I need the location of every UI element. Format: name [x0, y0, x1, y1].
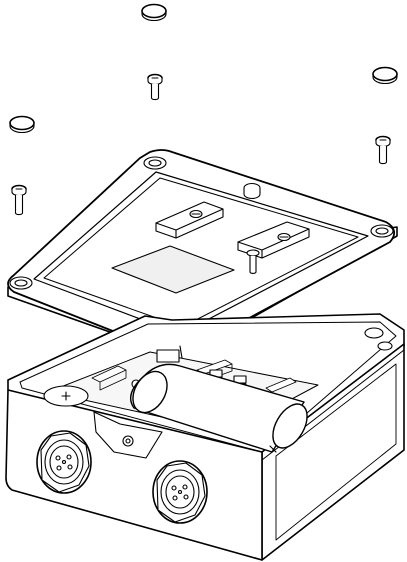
battery-icon: [126, 364, 314, 453]
coin-cell: [44, 386, 88, 406]
cable-gland-icon: [153, 461, 207, 523]
washer-left: [10, 117, 34, 133]
cable-gland-icon: [37, 431, 91, 493]
washer-top-center: [142, 5, 166, 21]
screw-right: [376, 137, 390, 164]
front-bracket: [94, 412, 162, 458]
enclosure-lid: [8, 150, 397, 356]
screw-left: [12, 186, 26, 215]
lid-label-area: [112, 246, 234, 293]
washer-top-right: [373, 68, 397, 84]
lid-bracket: [156, 202, 309, 258]
screw-top: [148, 75, 162, 100]
